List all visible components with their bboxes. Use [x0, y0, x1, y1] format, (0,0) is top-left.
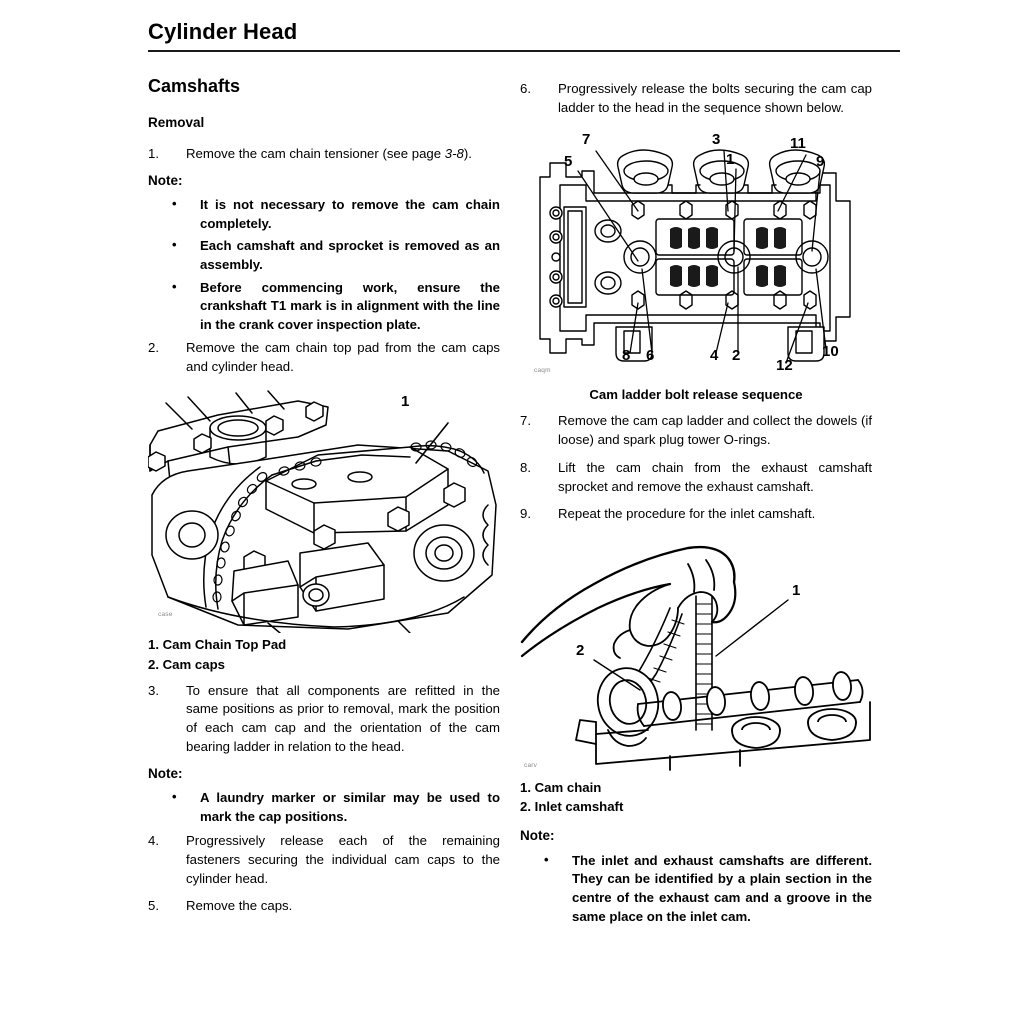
figure-cam-chain-top-pad: 1 case: [148, 385, 500, 634]
step-number: 4.: [148, 833, 159, 849]
step-number: 3.: [148, 682, 159, 698]
note-bullet-3: Before commencing work, ensure the crank…: [148, 278, 500, 335]
callout-5: 5: [564, 153, 573, 171]
callout-9: 9: [816, 153, 825, 171]
note-bullet-4: A laundry marker or similar may be used …: [148, 788, 500, 826]
step-number: 7.: [520, 413, 531, 429]
callout-1: 1: [401, 393, 410, 411]
callout-2: 2: [732, 347, 741, 365]
step-text: To ensure that all components are refitt…: [186, 682, 500, 754]
note-bullet-2: Each camshaft and sprocket is removed as…: [148, 236, 500, 274]
note-label-2: Note:: [148, 765, 183, 781]
callout-2: 2: [576, 642, 585, 660]
step-3: 3. To ensure that all components are ref…: [148, 682, 500, 757]
right-column: 6. Progressively release the bolts secur…: [520, 76, 872, 931]
step-text: Remove the cam cap ladder and collect th…: [558, 413, 872, 448]
note-label-1: Note:: [148, 172, 183, 188]
step-text-before: Remove the cam chain tensioner (see page: [186, 145, 445, 161]
legend-item: 1. Cam Chain Top Pad: [148, 637, 287, 653]
note-label-3: Note:: [520, 828, 555, 844]
step-6: 6. Progressively release the bolts secur…: [520, 80, 872, 117]
step-1: 1. Remove the cam chain tensioner (see p…: [148, 145, 500, 164]
step-5: 5. Remove the caps.: [148, 897, 500, 916]
figure-2-illustration: [539, 149, 851, 365]
step-text: Progressively release each of the remain…: [186, 833, 500, 886]
page-reference: 3-8: [444, 145, 464, 161]
header-divider: [148, 50, 900, 53]
legend-item: 2. Cam caps: [148, 656, 225, 672]
step-7: 7. Remove the cam cap ladder and collect…: [520, 412, 872, 449]
page-header: Cylinder Head: [148, 19, 900, 53]
step-number: 6.: [520, 81, 531, 96]
step-text: Remove the cam chain tensioner (see page…: [186, 146, 472, 161]
page-title: Cylinder Head: [148, 19, 298, 44]
step-text: Repeat the procedure for the inlet camsh…: [558, 506, 816, 522]
step-text: Remove the cam chain top pad from the ca…: [186, 339, 500, 374]
figure-code: carv: [524, 762, 538, 770]
step-text-after: ).: [463, 145, 472, 161]
figure-bolt-release-sequence: 7 5 3 1 11 9 8 6 4 2 12 10 caqm: [520, 131, 872, 375]
figure-2-caption: Cam ladder bolt release sequence: [589, 387, 803, 403]
step-2: 2. Remove the cam chain top pad from the…: [148, 339, 500, 376]
step-number: 9.: [520, 506, 531, 522]
step-number: 2.: [148, 339, 159, 355]
step-number: 1.: [148, 145, 159, 161]
step-text: Remove the caps.: [186, 898, 293, 914]
step-9: 9. Repeat the procedure for the inlet ca…: [520, 505, 872, 524]
callout-3: 3: [712, 131, 721, 149]
figure-code: case: [158, 611, 173, 619]
callout-4: 4: [710, 347, 719, 365]
figure-1-illustration: [148, 390, 497, 634]
callout-7: 7: [582, 131, 591, 149]
note-bullet-1: It is not necessary to remove the cam ch…: [148, 195, 500, 233]
step-number: 5.: [148, 898, 159, 914]
callout-1: 1: [726, 151, 735, 169]
figure-3-legend: 1. Cam chain 2. Inlet camshaft: [520, 778, 872, 816]
callout-1: 1: [792, 582, 801, 600]
step-text: Lift the cam chain from the exhaust cams…: [558, 459, 872, 494]
callout-6: 6: [646, 347, 655, 365]
note-bullet-5: The inlet and exhaust camshafts are diff…: [520, 851, 872, 927]
figure-code: caqm: [534, 367, 551, 375]
figure-3-illustration: [520, 546, 871, 772]
step-text: Progressively release the bolts securing…: [558, 81, 872, 115]
figure-1-legend: 1. Cam Chain Top Pad 2. Cam caps: [148, 635, 500, 673]
step-8: 8. Lift the cam chain from the exhaust c…: [520, 459, 872, 496]
step-number: 8.: [520, 459, 531, 475]
step-4: 4. Progressively release each of the rem…: [148, 832, 500, 888]
section-title-camshafts: Camshafts: [148, 76, 241, 96]
left-column: Camshafts Removal 1. Remove the cam chai…: [148, 76, 500, 925]
callout-12: 12: [776, 357, 793, 375]
callout-11: 11: [790, 135, 806, 153]
figure-lift-cam-chain: 1 2 carv: [520, 534, 872, 772]
legend-item: 2. Inlet camshaft: [520, 799, 624, 815]
subsection-title-removal: Removal: [148, 114, 205, 130]
callout-8: 8: [622, 347, 631, 365]
callout-10: 10: [822, 343, 839, 361]
legend-item: 1. Cam chain: [520, 780, 602, 796]
